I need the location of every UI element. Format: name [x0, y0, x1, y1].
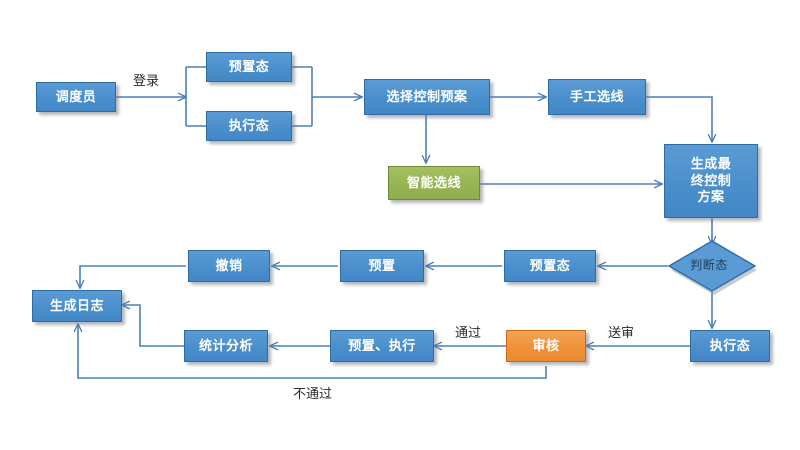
edge-label-pass: 通过	[455, 325, 482, 340]
node-preset-label: 预置	[368, 257, 396, 273]
node-exec-state-top[interactable]: 执行态	[206, 111, 292, 141]
node-smart-line-select-label: 智能选线	[406, 174, 461, 190]
node-cancel[interactable]: 撤销	[188, 250, 270, 282]
node-final-control-plan[interactable]: 生成最 终控制 方案	[664, 144, 758, 218]
edge-manual-to-final	[646, 96, 712, 142]
node-cancel-label: 撤销	[215, 257, 243, 273]
node-exec-state-bottom[interactable]: 执行态	[690, 330, 770, 362]
node-preset-exec-label: 预置、执行	[348, 337, 416, 353]
node-select-control-plan[interactable]: 选择控制预案	[364, 79, 490, 115]
edge-stats-to-log	[122, 305, 185, 347]
node-statistics-analysis[interactable]: 统计分析	[184, 330, 268, 362]
node-preset-state-row3[interactable]: 预置态	[504, 250, 596, 282]
node-dispatcher-label: 调度员	[55, 88, 97, 104]
node-generate-log[interactable]: 生成日志	[32, 290, 122, 322]
node-judge-state[interactable]: 判断态	[667, 240, 757, 295]
edge-label-not-pass: 不通过	[293, 386, 333, 401]
node-review-label: 审核	[532, 337, 560, 353]
node-preset-state-row3-label: 预置态	[529, 257, 571, 273]
node-final-control-plan-line3: 方案	[697, 189, 725, 205]
node-manual-line-select-label: 手工选线	[569, 88, 624, 104]
node-exec-state-bottom-label: 执行态	[709, 337, 751, 353]
node-preset-state-top-label: 预置态	[228, 58, 270, 74]
node-generate-log-label: 生成日志	[49, 297, 104, 313]
node-select-control-plan-label: 选择控制预案	[386, 88, 468, 104]
node-review[interactable]: 审核	[506, 330, 586, 362]
edge-review-not-pass-to-log	[78, 324, 547, 379]
edge-label-login: 登录	[133, 73, 160, 88]
edge-label-submit-review: 送审	[608, 325, 635, 340]
node-smart-line-select[interactable]: 智能选线	[388, 166, 480, 200]
node-dispatcher[interactable]: 调度员	[36, 82, 116, 112]
node-preset-state-top[interactable]: 预置态	[206, 52, 292, 82]
node-exec-state-top-label: 执行态	[228, 117, 270, 133]
edge-cancel-to-log	[80, 265, 186, 288]
node-statistics-analysis-label: 统计分析	[198, 337, 253, 353]
node-final-control-plan-line1: 生成最	[690, 155, 732, 171]
node-preset-exec[interactable]: 预置、执行	[330, 330, 434, 362]
node-final-control-plan-line2: 终控制	[690, 172, 732, 188]
node-manual-line-select[interactable]: 手工选线	[548, 79, 646, 115]
node-preset[interactable]: 预置	[340, 250, 424, 282]
